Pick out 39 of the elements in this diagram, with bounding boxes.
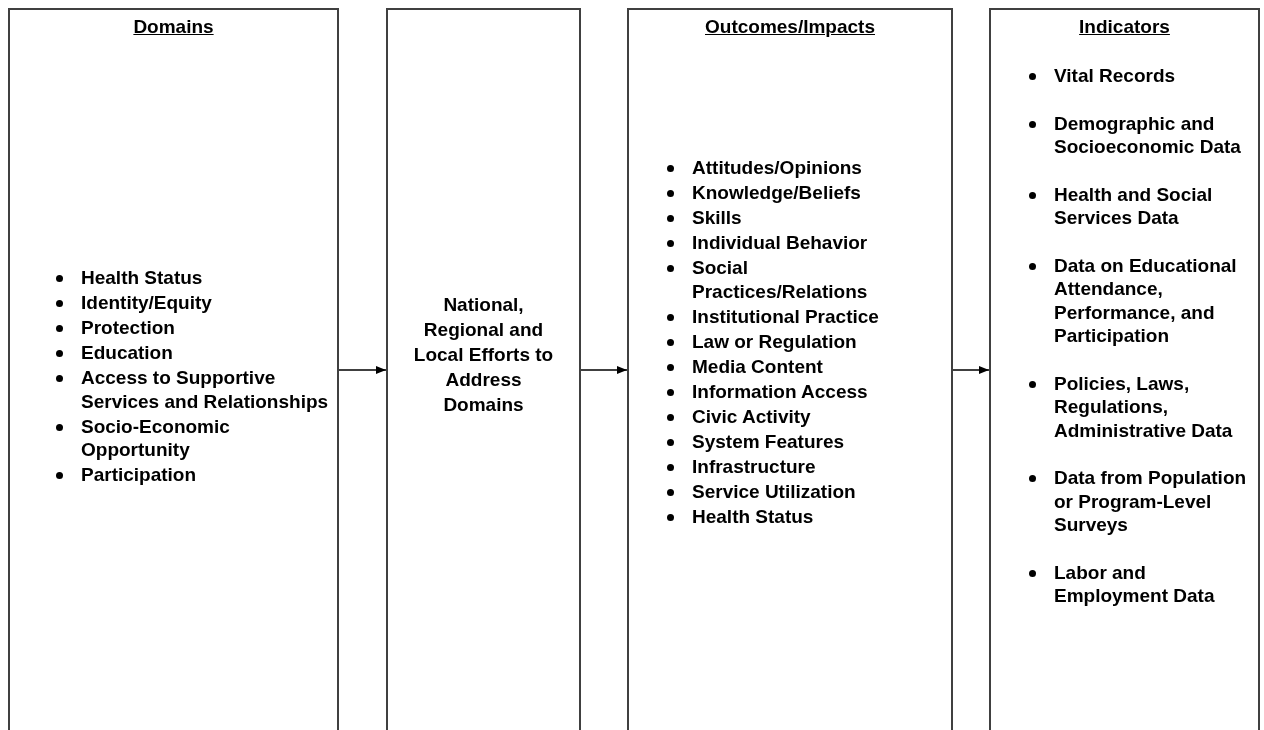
arrow [952, 366, 990, 374]
list-item: Labor and Employment Data [1054, 560, 1216, 608]
list-item: Media Content [692, 354, 824, 378]
column-box [386, 8, 581, 730]
list-item: Data on Educational Attendance, Performance, and Participation [1054, 253, 1238, 348]
column-heading: Outcomes/Impacts [705, 15, 875, 39]
list-item: Institutional Practice [692, 304, 880, 328]
list-item: Demographic and Socioeconomic Data [1054, 111, 1242, 159]
list-item: Education [81, 341, 174, 365]
list-item: Attitudes/Opinions [692, 156, 863, 180]
list-item: Health Status [692, 504, 815, 528]
column-heading: Indicators [1079, 15, 1170, 39]
column-heading: Domains [133, 15, 214, 39]
list-item: Policies, Laws, Regulations, Administrative Data [1054, 371, 1234, 442]
list-item: Social Practices/Relations [692, 256, 869, 303]
list-item: Civic Activity [692, 404, 812, 428]
list-item: Identity/Equity [81, 291, 213, 315]
arrow [338, 366, 387, 374]
list-item: Skills [692, 206, 743, 230]
list-item: Knowledge/Beliefs [692, 181, 862, 205]
column-box [989, 8, 1260, 730]
box-text: National, Regional and Local Efforts to Address Domains [412, 293, 555, 417]
list-item: Participation [81, 463, 198, 487]
arrow [580, 366, 628, 374]
list-item: Vital Records [1054, 64, 1177, 88]
list-item: Infrastructure [692, 454, 817, 478]
list-item: Law or Regulation [692, 329, 858, 353]
list-item: Health and Social Services Data [1054, 182, 1214, 230]
list-item: Health Status [81, 266, 204, 290]
list-item: Data from Population or Program-Level Surveys [1054, 466, 1248, 537]
column-box [8, 8, 339, 730]
list-item: Service Utilization [692, 479, 857, 503]
list-item: Socio-Economic Opportunity [81, 414, 231, 462]
list-item: Protection [81, 316, 176, 340]
list-item: Access to Supportive Services and Relationships [81, 366, 330, 413]
list-item: Individual Behavior [692, 231, 869, 255]
list-item: System Features [692, 429, 846, 453]
list-item: Information Access [692, 379, 869, 403]
column-box [627, 8, 953, 730]
